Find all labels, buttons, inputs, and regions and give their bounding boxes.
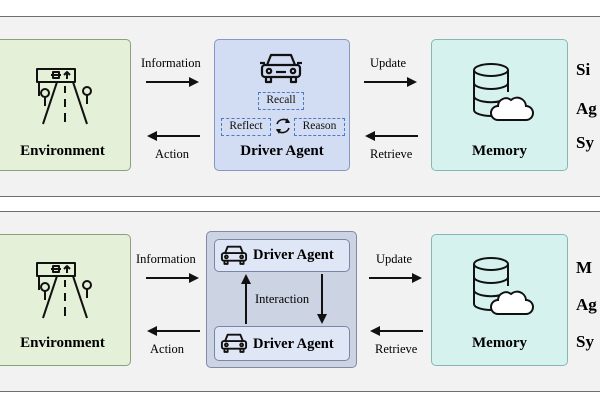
action-label-single: Action xyxy=(155,147,190,161)
side-label-multi-2: Ag xyxy=(576,295,597,314)
action-arrow-multi xyxy=(147,326,200,336)
action-label-multi: Action xyxy=(150,342,185,356)
retrieve-label-multi: Retrieve xyxy=(375,342,418,356)
side-label-single-3: Sy xyxy=(576,133,594,152)
environment-label-multi: Environment xyxy=(20,335,105,351)
database-cloud-icon-single xyxy=(473,63,534,121)
update-arrow-single xyxy=(364,77,417,87)
side-label-single-1: Si xyxy=(576,60,591,79)
road-sign-icon xyxy=(36,262,92,319)
driver-agent-label-bottom: Driver Agent xyxy=(253,336,334,352)
interaction-label: Interaction xyxy=(255,292,310,306)
driver-agent-box-bottom xyxy=(214,326,350,361)
retrieve-arrow-single xyxy=(365,131,418,141)
memory-label-single: Memory xyxy=(472,143,527,159)
information-arrow-single xyxy=(146,77,199,87)
action-arrow-single xyxy=(147,131,200,141)
driver-agent-label-single: Driver Agent xyxy=(240,143,324,159)
information-arrow-multi xyxy=(146,273,199,283)
reflect-tag: Reflect xyxy=(221,118,271,136)
car-icon-bottom xyxy=(220,333,248,353)
road-sign-icon xyxy=(36,68,92,125)
driver-agent-box-top xyxy=(214,239,350,272)
car-icon-top xyxy=(220,245,248,265)
driver-agent-box-single xyxy=(214,39,350,171)
side-label-multi-3: Sy xyxy=(576,332,594,351)
side-label-multi-1: M xyxy=(576,258,593,277)
update-label-single: Update xyxy=(370,56,407,70)
retrieve-arrow-multi xyxy=(370,326,423,336)
reason-tag: Reason xyxy=(294,118,345,136)
retrieve-label-single: Retrieve xyxy=(370,147,413,161)
database-cloud-icon-multi xyxy=(473,257,534,315)
update-arrow-multi xyxy=(369,273,422,283)
memory-label-multi: Memory xyxy=(472,335,527,351)
car-icon-single xyxy=(260,53,302,84)
cycle-icon xyxy=(276,118,290,134)
side-label-single-2: Ag xyxy=(576,99,597,118)
information-label-single: Information xyxy=(141,56,201,70)
update-label-multi: Update xyxy=(376,252,413,266)
environment-label-single: Environment xyxy=(20,143,105,159)
interaction-arrows xyxy=(241,274,327,324)
driver-agent-label-top: Driver Agent xyxy=(253,247,334,263)
information-label-multi: Information xyxy=(136,252,196,266)
recall-tag: Recall xyxy=(258,92,304,110)
